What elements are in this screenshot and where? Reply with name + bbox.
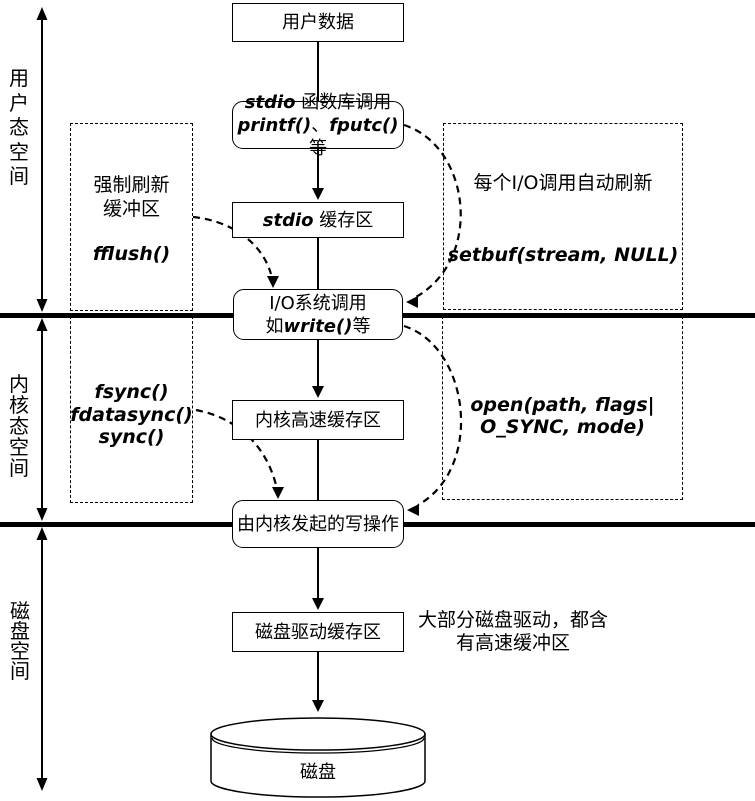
flush-note-line2: 缓冲区 — [102, 198, 160, 220]
stdio-buffer-label: stdio 缓存区 — [263, 209, 373, 232]
sync-func-label: sync() — [98, 426, 165, 448]
stdio-buffer-box: stdio 缓存区 — [232, 202, 404, 238]
connector-iosyscall-kernelbuffer — [312, 340, 324, 398]
stdio-call-line2: printf()、fputc()等 — [233, 114, 403, 160]
user-space-extent-arrow — [36, 7, 48, 312]
kernel-buffer-label: 内核高速缓存区 — [255, 409, 381, 431]
user-data-label: 用户数据 — [282, 12, 354, 33]
connector-kernelwrite-diskbuffer — [312, 548, 324, 610]
disk-driver-buffer-label: 磁盘驱动缓存区 — [255, 621, 381, 643]
kernel-space-extent-arrow — [36, 318, 48, 521]
disk-label: 磁盘 — [300, 762, 336, 783]
kernel-write-box: 由内核发起的写操作 — [232, 500, 404, 548]
disk-drive-note-line1: 大部分磁盘驱动，都含 — [417, 609, 608, 631]
sync-note-frame — [70, 316, 193, 503]
stdio-call-em2: printf() — [237, 114, 312, 136]
stdio-call-sep: 、 — [311, 114, 330, 136]
disk-driver-buffer-box: 磁盘驱动缓存区 — [232, 612, 404, 652]
fflush-func-label: fflush() — [92, 243, 171, 265]
kernel-buffer-box: 内核高速缓存区 — [232, 400, 404, 440]
connector-diskbuffer-disk — [312, 652, 324, 712]
io-syscall-box: I/O系统调用 如write()等 — [233, 289, 403, 340]
open-sync-arrow — [403, 324, 463, 516]
stdio-buffer-em: stdio — [262, 209, 314, 231]
flush-note-line1: 强制刷新 — [93, 174, 170, 196]
kernel-write-label: 由内核发起的写操作 — [237, 513, 399, 535]
flush-note-text: 强制刷新 缓冲区 — [70, 173, 193, 221]
io-syscall-line1: I/O系统调用 — [269, 292, 367, 314]
sync-arrow — [195, 408, 284, 499]
connector-stdiocall-stdiobuffer — [312, 149, 324, 200]
io-syscall-em: write() — [283, 315, 353, 337]
auto-flush-note-frame — [443, 123, 683, 310]
stdio-buffer-rest: 缓存区 — [313, 209, 374, 231]
open-sync-line2: O_SYNC, mode) — [480, 416, 645, 438]
io-syscall-pre: 如 — [265, 315, 284, 337]
sync-note-text: fsync() fdatasync() sync() — [70, 381, 193, 449]
disk-drive-note-line2: 有高速缓冲区 — [455, 632, 570, 654]
fdatasync-func-label: fdatasync() — [70, 403, 193, 426]
disk-space-extent-arrow — [36, 527, 48, 791]
kernel-space-label: 内核态空间 — [9, 372, 29, 480]
stdio-call-rest2: 等 — [309, 137, 327, 159]
user-space-label: 用户态空间 — [9, 66, 29, 188]
open-sync-note-frame — [442, 316, 683, 500]
open-sync-line1: open(path, flags| — [470, 394, 655, 416]
stdio-call-em1: stdio — [244, 91, 296, 113]
flush-note-frame — [70, 123, 193, 311]
stdio-call-em3: fputc() — [329, 114, 399, 136]
io-syscall-post: 等 — [352, 315, 371, 337]
open-sync-note-text: open(path, flags| O_SYNC, mode) — [442, 394, 683, 438]
stdio-call-rest1: 函数库调用 — [295, 91, 392, 113]
disk-cylinder — [210, 717, 426, 798]
setbuf-func-label: setbuf(stream, NULL) — [447, 244, 679, 266]
stdio-call-box: stdio 函数库调用 printf()、fputc()等 — [232, 92, 404, 159]
io-syscall-line2: 如write()等 — [266, 315, 371, 338]
disk-drive-note-text: 大部分磁盘驱动，都含 有高速缓冲区 — [408, 609, 618, 655]
fsync-func-label: fsync() — [94, 381, 169, 403]
auto-flush-note-text: 每个I/O调用自动刷新 — [473, 172, 653, 194]
setbuf-arrow — [403, 123, 462, 308]
disk-space-label: 磁盘空间 — [10, 599, 30, 683]
stdio-call-line1: stdio 函数库调用 — [245, 91, 391, 114]
user-data-box: 用户数据 — [232, 3, 404, 42]
